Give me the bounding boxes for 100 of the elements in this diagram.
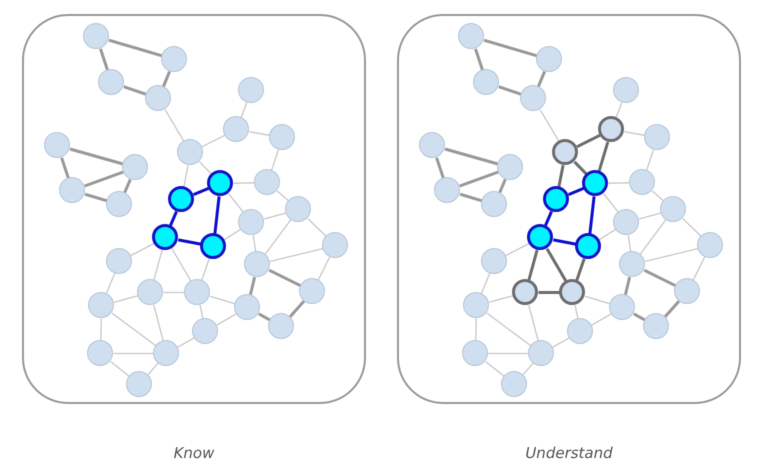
connector-line bbox=[644, 268, 676, 288]
connector-line bbox=[162, 70, 171, 88]
connector-line bbox=[100, 318, 102, 341]
connector-line bbox=[616, 102, 622, 118]
network-node-circle bbox=[643, 313, 669, 339]
connector-line bbox=[485, 361, 505, 377]
network-node-circle bbox=[137, 279, 163, 305]
connector-line bbox=[568, 187, 584, 196]
network-node-circle bbox=[697, 232, 723, 258]
connector-line bbox=[106, 273, 116, 294]
network-node-circle bbox=[613, 209, 639, 235]
network-node-circle bbox=[463, 292, 489, 318]
connector-line bbox=[537, 70, 546, 88]
connector-line bbox=[506, 242, 530, 256]
network-node-circle bbox=[619, 251, 645, 277]
connector-line bbox=[444, 148, 498, 166]
network-node-circle bbox=[145, 85, 171, 111]
connector-line bbox=[164, 292, 184, 294]
network-node-circle bbox=[458, 23, 484, 49]
connector-line bbox=[540, 109, 560, 142]
connector-line bbox=[199, 161, 212, 175]
connector-line bbox=[646, 150, 654, 170]
network-node-circle bbox=[536, 46, 562, 72]
network-node-circle bbox=[152, 224, 178, 250]
connector-line bbox=[527, 250, 539, 280]
connector-line bbox=[599, 228, 616, 240]
connector-line bbox=[123, 178, 132, 194]
connector-line bbox=[557, 165, 565, 187]
connector-line bbox=[114, 295, 138, 303]
connector-line bbox=[210, 296, 236, 304]
connector-line bbox=[183, 165, 189, 187]
network-node-circle bbox=[234, 294, 260, 320]
connector-line bbox=[608, 182, 630, 184]
connector-line bbox=[546, 248, 568, 282]
connector-line bbox=[123, 85, 147, 96]
connector-line bbox=[233, 182, 255, 184]
connector-line bbox=[114, 352, 154, 354]
connector-line bbox=[108, 38, 162, 58]
connector-line bbox=[553, 238, 576, 246]
connector-line bbox=[682, 218, 702, 237]
network-node-circle bbox=[192, 318, 218, 344]
connector-line bbox=[598, 142, 610, 172]
connector-line bbox=[664, 300, 680, 318]
connector-line bbox=[484, 38, 538, 58]
network-node-circle bbox=[161, 46, 187, 72]
network-node-circle bbox=[520, 85, 546, 111]
network-node-circle bbox=[254, 169, 280, 195]
connector-line bbox=[99, 48, 109, 71]
connector-line bbox=[486, 312, 532, 346]
connector-line bbox=[153, 304, 164, 342]
network-node-circle bbox=[44, 132, 70, 158]
connector-line bbox=[640, 220, 666, 254]
network-node-circle bbox=[285, 196, 311, 222]
network-node-circle bbox=[207, 170, 233, 196]
network-node-circle bbox=[122, 154, 148, 180]
connector-line bbox=[584, 296, 610, 304]
connector-line bbox=[240, 102, 248, 118]
network-node-circle bbox=[268, 313, 294, 339]
connector-line bbox=[488, 295, 514, 303]
connector-line bbox=[603, 193, 619, 213]
connector-line bbox=[435, 157, 445, 179]
connector-line bbox=[652, 190, 664, 202]
network-node-circle bbox=[567, 318, 593, 344]
connector-line bbox=[522, 362, 534, 376]
connector-line bbox=[588, 196, 596, 234]
connector-line bbox=[498, 178, 507, 194]
connector-line bbox=[60, 157, 70, 179]
connector-line bbox=[538, 291, 560, 294]
network-node-circle bbox=[184, 279, 210, 305]
network-node-circle bbox=[83, 23, 109, 49]
network-node-circle bbox=[200, 233, 226, 259]
network-node-circle bbox=[106, 248, 132, 274]
network-node-circle bbox=[106, 191, 132, 217]
network-node-circle bbox=[543, 186, 569, 212]
connector-line bbox=[171, 248, 192, 282]
network-node-circle bbox=[434, 177, 460, 203]
network-node-circle bbox=[98, 69, 124, 95]
connector-line bbox=[169, 210, 178, 226]
connector-line bbox=[638, 212, 662, 220]
network-node-circle bbox=[238, 77, 264, 103]
network-node-circle bbox=[299, 278, 325, 304]
connector-line bbox=[591, 313, 612, 326]
network-node-circle bbox=[419, 132, 445, 158]
connector-line bbox=[270, 248, 324, 262]
network-node-circle bbox=[575, 233, 601, 259]
connector-line bbox=[318, 256, 330, 280]
connector-line bbox=[624, 276, 632, 296]
connector-line bbox=[573, 160, 588, 176]
network-node-circle bbox=[269, 124, 295, 150]
network-node-circle bbox=[598, 116, 624, 142]
network-node-circle bbox=[177, 139, 203, 165]
connector-line bbox=[164, 109, 184, 142]
connector-line bbox=[248, 276, 256, 296]
connector-line bbox=[153, 250, 163, 280]
connector-line bbox=[252, 235, 256, 252]
connector-line bbox=[112, 312, 156, 346]
network-node-circle bbox=[512, 279, 538, 305]
connector-line bbox=[552, 337, 570, 348]
connector-line bbox=[178, 238, 201, 246]
network-node-circle bbox=[322, 232, 348, 258]
